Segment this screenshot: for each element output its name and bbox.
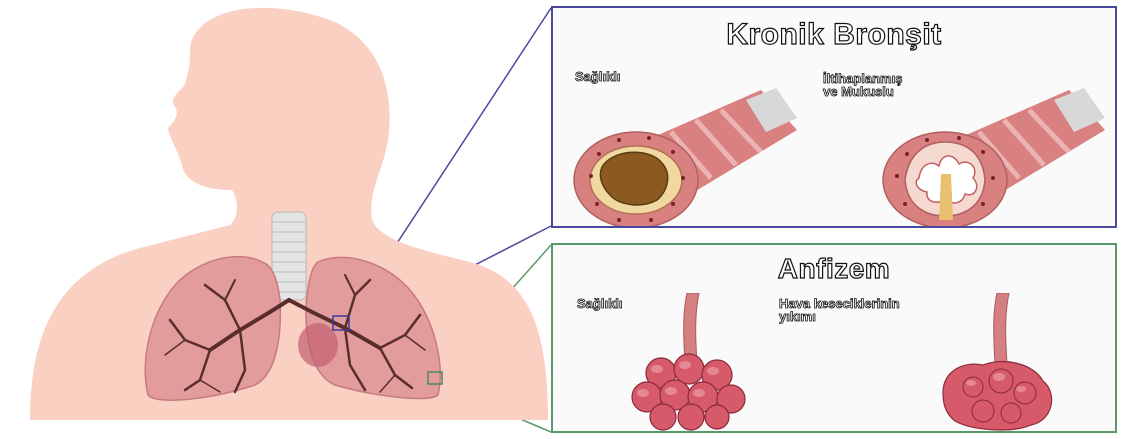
healthy-bronchus-illustration	[561, 70, 811, 226]
panel-title: Anfizem	[553, 253, 1115, 285]
panel-title: Kronik Bronşit	[553, 18, 1115, 52]
inflamed-bronchus-illustration	[879, 70, 1115, 226]
destruction-label: Hava keseciklerinin yıkımı	[779, 297, 900, 323]
damaged-alveoli-illustration	[913, 293, 1083, 431]
healthy-alveoli-illustration	[603, 293, 773, 431]
torso-illustration	[0, 0, 560, 439]
emphysema-panel: Anfizem Sağlıklı Hava keseciklerinin yık…	[551, 243, 1117, 433]
heart-shadow	[298, 323, 338, 367]
chronic-bronchitis-panel: Kronik Bronşit Sağlıklı İltihaplanmış ve…	[551, 6, 1117, 228]
